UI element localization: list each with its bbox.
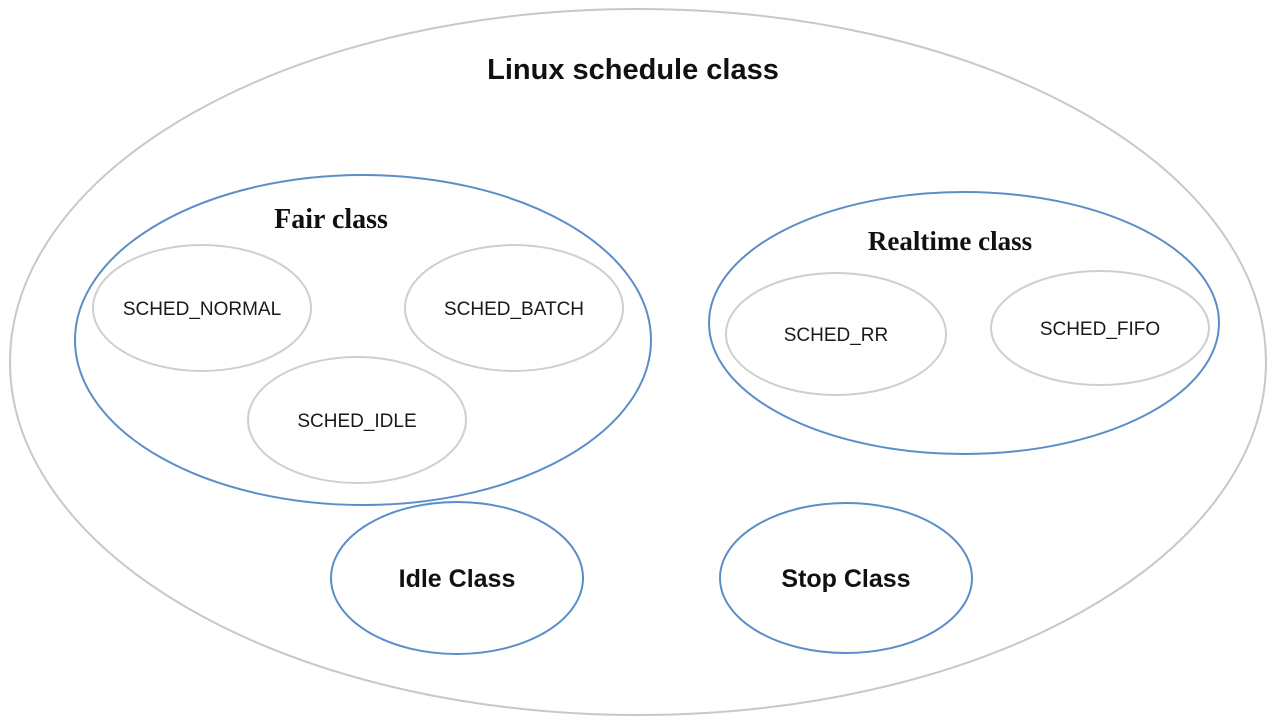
sched-rr-ellipse [725,272,947,396]
fair-class-ellipse [74,174,652,506]
sched-normal-ellipse [92,244,312,372]
stop-class-ellipse [719,502,973,654]
idle-class-label: Idle Class [399,565,516,593]
sched-normal-label: SCHED_NORMAL [123,299,281,320]
linux-schedule-class-ellipse [9,8,1267,716]
realtime-class-label: Realtime class [868,226,1032,256]
linux-schedule-class-label: Linux schedule class [487,54,779,86]
sched-idle-ellipse [247,356,467,484]
idle-class-ellipse [330,501,584,655]
sched-batch-ellipse [404,244,624,372]
realtime-class-ellipse [708,191,1220,455]
sched-batch-label: SCHED_BATCH [444,299,584,320]
sched-rr-label: SCHED_RR [784,325,889,346]
fair-class-label: Fair class [274,204,388,235]
sched-fifo-ellipse [990,270,1210,386]
stop-class-label: Stop Class [781,565,910,593]
sched-idle-label: SCHED_IDLE [297,411,416,432]
sched-fifo-label: SCHED_FIFO [1040,319,1160,340]
